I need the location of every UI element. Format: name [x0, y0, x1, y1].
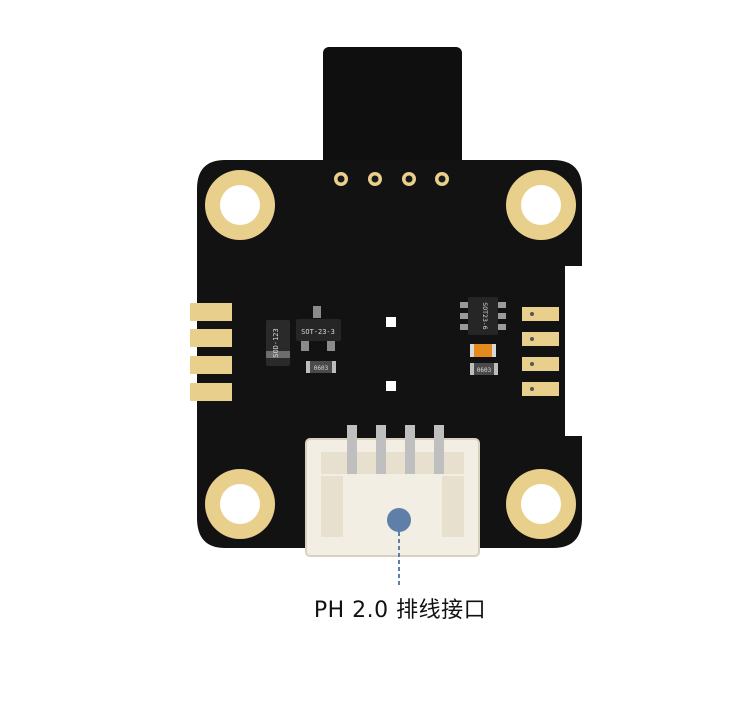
- center-via-bottom: [386, 381, 396, 391]
- led-resistor-label: 0603: [477, 367, 492, 374]
- diode-component: SOD-123: [266, 320, 290, 366]
- mounting-hole-bottom-right: [506, 469, 576, 539]
- status-led: [470, 344, 496, 357]
- connector-callout-label: PH 2.0 排线接口: [313, 598, 487, 623]
- led-resistor: 0603: [470, 363, 498, 375]
- ic-label: SOT23-6: [481, 302, 489, 329]
- mounting-hole-bottom-left: [205, 469, 275, 539]
- ph2-connector: [305, 425, 480, 557]
- mounting-hole-top-left: [205, 170, 275, 240]
- top-connector-housing: [323, 47, 462, 189]
- mounting-hole-top-right: [506, 170, 576, 240]
- top-header-pins: [334, 172, 449, 186]
- transistor-resistor: 0603: [306, 361, 336, 373]
- center-via-top: [386, 317, 396, 327]
- right-edge-pads: [522, 307, 559, 396]
- transistor-component: SOT-23-3: [296, 306, 341, 351]
- ic-component: SOT23-6: [460, 297, 506, 335]
- pcb-board: [197, 160, 582, 548]
- transistor-resistor-label: 0603: [314, 365, 329, 372]
- diode-label: SOD-123: [272, 328, 280, 358]
- transistor-label: SOT-23-3: [301, 328, 335, 336]
- callout-dot: [387, 508, 411, 532]
- left-edge-pads: [190, 303, 232, 401]
